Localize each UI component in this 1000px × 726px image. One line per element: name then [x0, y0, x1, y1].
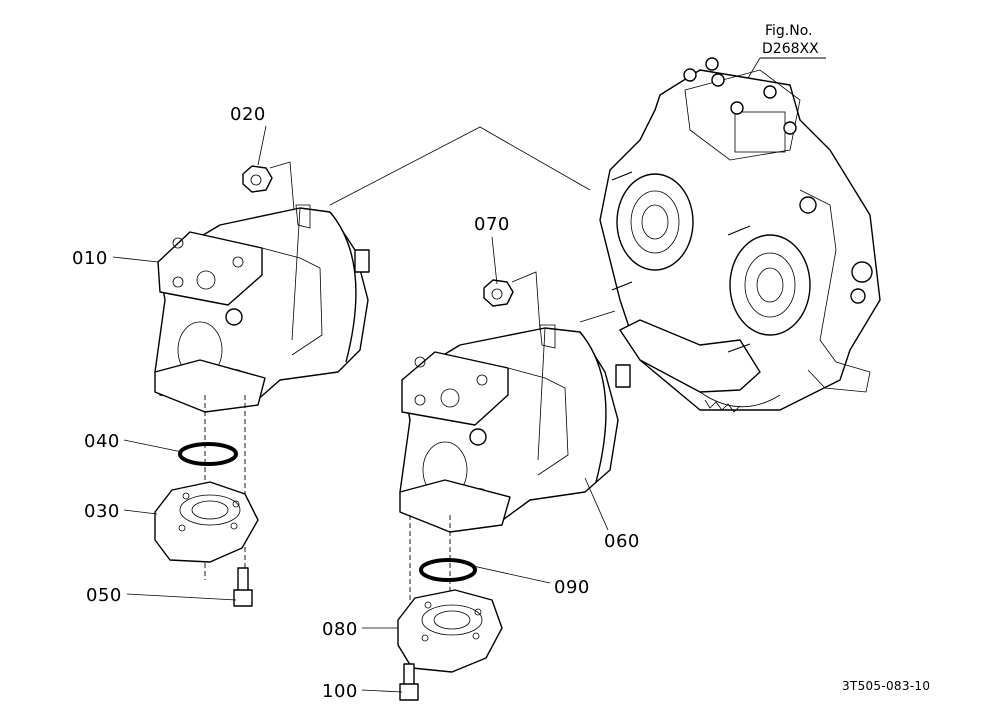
bolt-070: [483, 279, 514, 307]
o-ring-090: [419, 558, 477, 582]
leader-070-mount: [511, 271, 541, 331]
callout-050: 050: [86, 585, 122, 606]
transmission-housing: [599, 57, 881, 413]
leader-050: [126, 593, 237, 601]
leader-020: [257, 125, 267, 166]
bolt-100: [399, 663, 419, 701]
hydraulic-pump-060: [399, 324, 631, 533]
callout-040: 040: [84, 431, 120, 452]
leader-070: [491, 236, 498, 285]
drawing-id: 3T505-083-10: [842, 679, 930, 693]
callout-060: 060: [604, 531, 640, 552]
flange-030: [154, 481, 259, 563]
leader-030: [123, 509, 158, 515]
leader-020-mount: [269, 161, 295, 211]
callout-090: 090: [554, 577, 590, 598]
o-ring-040: [178, 442, 238, 466]
bolt-050: [233, 567, 253, 607]
callout-100: 100: [322, 681, 358, 702]
flange-080: [397, 589, 503, 673]
callout-080: 080: [322, 619, 358, 640]
leader-040: [123, 439, 183, 453]
leader-100: [361, 689, 403, 693]
assembly-leader-upper: [329, 126, 591, 206]
hydraulic-pump-010: [154, 204, 370, 413]
bolt-020: [242, 165, 273, 193]
callout-070: 070: [474, 214, 510, 235]
figure-label: Fig.No.: [765, 23, 813, 39]
leader-060: [584, 477, 609, 531]
assembly-leader-lower: [579, 310, 616, 323]
leader-010: [112, 256, 159, 263]
figure-leader: [747, 57, 761, 79]
callout-010: 010: [72, 248, 108, 269]
callout-020: 020: [230, 104, 266, 125]
callout-030: 030: [84, 501, 120, 522]
figure-number: D268XX: [762, 41, 819, 57]
leader-090: [472, 565, 551, 584]
